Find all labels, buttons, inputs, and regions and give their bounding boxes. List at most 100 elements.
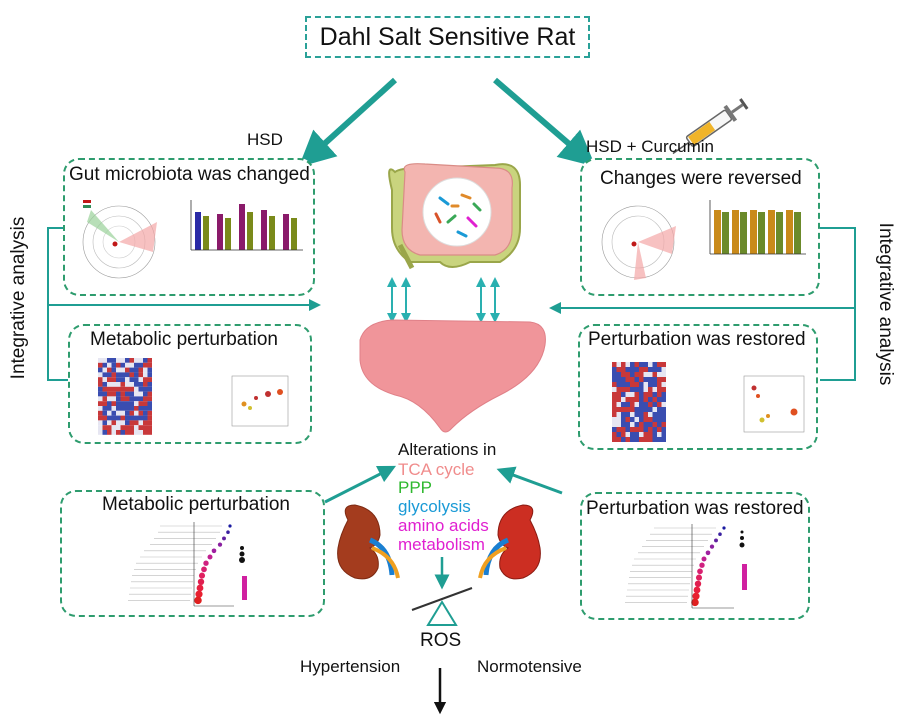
heatmap-cell: [120, 391, 125, 397]
pathway-bubble: [695, 574, 703, 581]
heatmap-cell: [630, 382, 635, 387]
heatmap-cell: [643, 382, 648, 387]
heatmap-cell: [107, 367, 112, 373]
heatmap-cell: [138, 367, 143, 373]
heatmap-cell: [652, 402, 657, 407]
heatmap-cell: [111, 396, 116, 402]
heatmap-cell: [98, 396, 103, 402]
heatmap-cell: [134, 377, 139, 382]
heatmap-cell: [138, 358, 143, 363]
heatmap-cell: [107, 362, 112, 368]
heatmap-cell: [652, 432, 657, 437]
heatmap-cell: [616, 427, 621, 432]
heatmap-cell: [616, 407, 621, 412]
heatmap-cell: [643, 387, 648, 392]
heatmap-cell: [639, 387, 644, 392]
heatmap-cell: [630, 397, 635, 402]
heatmap-cell: [661, 362, 666, 367]
cladogram-figure: [601, 200, 806, 280]
heatmap-cell: [643, 402, 648, 407]
heatmap-cell: [147, 396, 152, 402]
cladogram-figure: [82, 200, 303, 279]
heatmap-cell: [120, 425, 125, 430]
perturbation-restored-panel: Perturbation was restored: [578, 324, 818, 450]
panel-title: Perturbation was restored: [588, 329, 806, 350]
heatmap-cell: [639, 377, 644, 382]
heatmap-cell: [143, 430, 148, 435]
heatmap-cell: [129, 420, 134, 426]
heatmap-cell: [138, 377, 143, 382]
heatmap-cell: [134, 406, 139, 411]
pathway-bubble: [699, 562, 705, 568]
changes-reversed-panel: Changes were reversed: [580, 158, 820, 296]
heatmap-cell: [634, 432, 639, 437]
pathway-bubble: [709, 544, 715, 549]
heatmap-cell: [116, 382, 121, 387]
heatmap-cell: [102, 367, 107, 373]
panel-title: Changes were reversed: [600, 168, 802, 189]
heatmap-cell: [125, 401, 130, 406]
heatmap-cell: [616, 402, 621, 407]
heatmap-cell: [625, 392, 630, 397]
heatmap-cell: [616, 372, 621, 377]
heatmap-cell: [143, 425, 148, 430]
heatmap-cell: [116, 415, 121, 421]
heatmap-cell: [621, 412, 626, 417]
ros-label: ROS: [420, 630, 462, 651]
heatmap-cell: [643, 362, 648, 367]
alteration-amino-acids: amino acids: [398, 516, 489, 535]
heatmap-cell: [98, 410, 103, 416]
kidney-icon: [337, 504, 400, 580]
heatmap-cell: [621, 437, 626, 442]
hypertension-label: Hypertension: [300, 657, 401, 676]
heatmap-cell: [648, 382, 653, 387]
pathway-bubble: [705, 550, 711, 556]
heatmap-cell: [98, 367, 103, 373]
heatmap-cell: [143, 420, 148, 426]
heatmap-cell: [625, 422, 630, 427]
heatmap-cell: [630, 407, 635, 412]
heatmap-cell: [648, 407, 653, 412]
heatmap-cell: [630, 417, 635, 422]
heatmap-cell: [630, 422, 635, 427]
heatmap-cell: [639, 407, 644, 412]
heatmap-cell: [634, 362, 639, 367]
heatmap-cell: [138, 410, 143, 416]
heatmap-cell: [612, 377, 617, 382]
syringe-icon: [672, 98, 749, 155]
heatmap-cell: [612, 362, 617, 367]
heatmap-cell: [125, 372, 130, 378]
heatmap-cell: [616, 392, 621, 397]
heatmap-cell: [129, 367, 134, 373]
heatmap-cell: [621, 402, 626, 407]
heatmap-cell: [138, 396, 143, 402]
heatmap-cell: [111, 367, 116, 373]
heatmap-cell: [138, 391, 143, 397]
heatmap-cell: [639, 437, 644, 442]
heatmap-cell: [621, 422, 626, 427]
heatmap-cell: [102, 382, 107, 387]
heatmap-cell: [643, 397, 648, 402]
hsd-curcumin-label: HSD + Curcumin: [586, 137, 715, 156]
heatmap-cell: [125, 362, 130, 368]
heatmap-cell: [116, 362, 121, 368]
heatmap-cell: [98, 391, 103, 397]
heatmap-cell: [107, 391, 112, 397]
heatmap-cell: [98, 430, 103, 435]
heatmap-cell: [661, 402, 666, 407]
pathway-bubble: [207, 554, 213, 560]
heatmap-cell: [616, 412, 621, 417]
heatmap-cell: [125, 410, 130, 416]
alteration-tca-cycle: TCA cycle: [398, 460, 475, 479]
heatmap-cell: [107, 396, 112, 402]
heatmap-cell: [634, 387, 639, 392]
heatmap-cell: [621, 362, 626, 367]
heatmap-cell: [643, 412, 648, 417]
heatmap-cell: [125, 367, 130, 373]
pathway-bubble: [203, 560, 209, 566]
heatmap-cell: [621, 367, 626, 372]
heatmap-cell: [102, 415, 107, 421]
heatmap-cell: [111, 415, 116, 421]
integrative-analysis-right: Integrative analysis: [875, 222, 896, 386]
